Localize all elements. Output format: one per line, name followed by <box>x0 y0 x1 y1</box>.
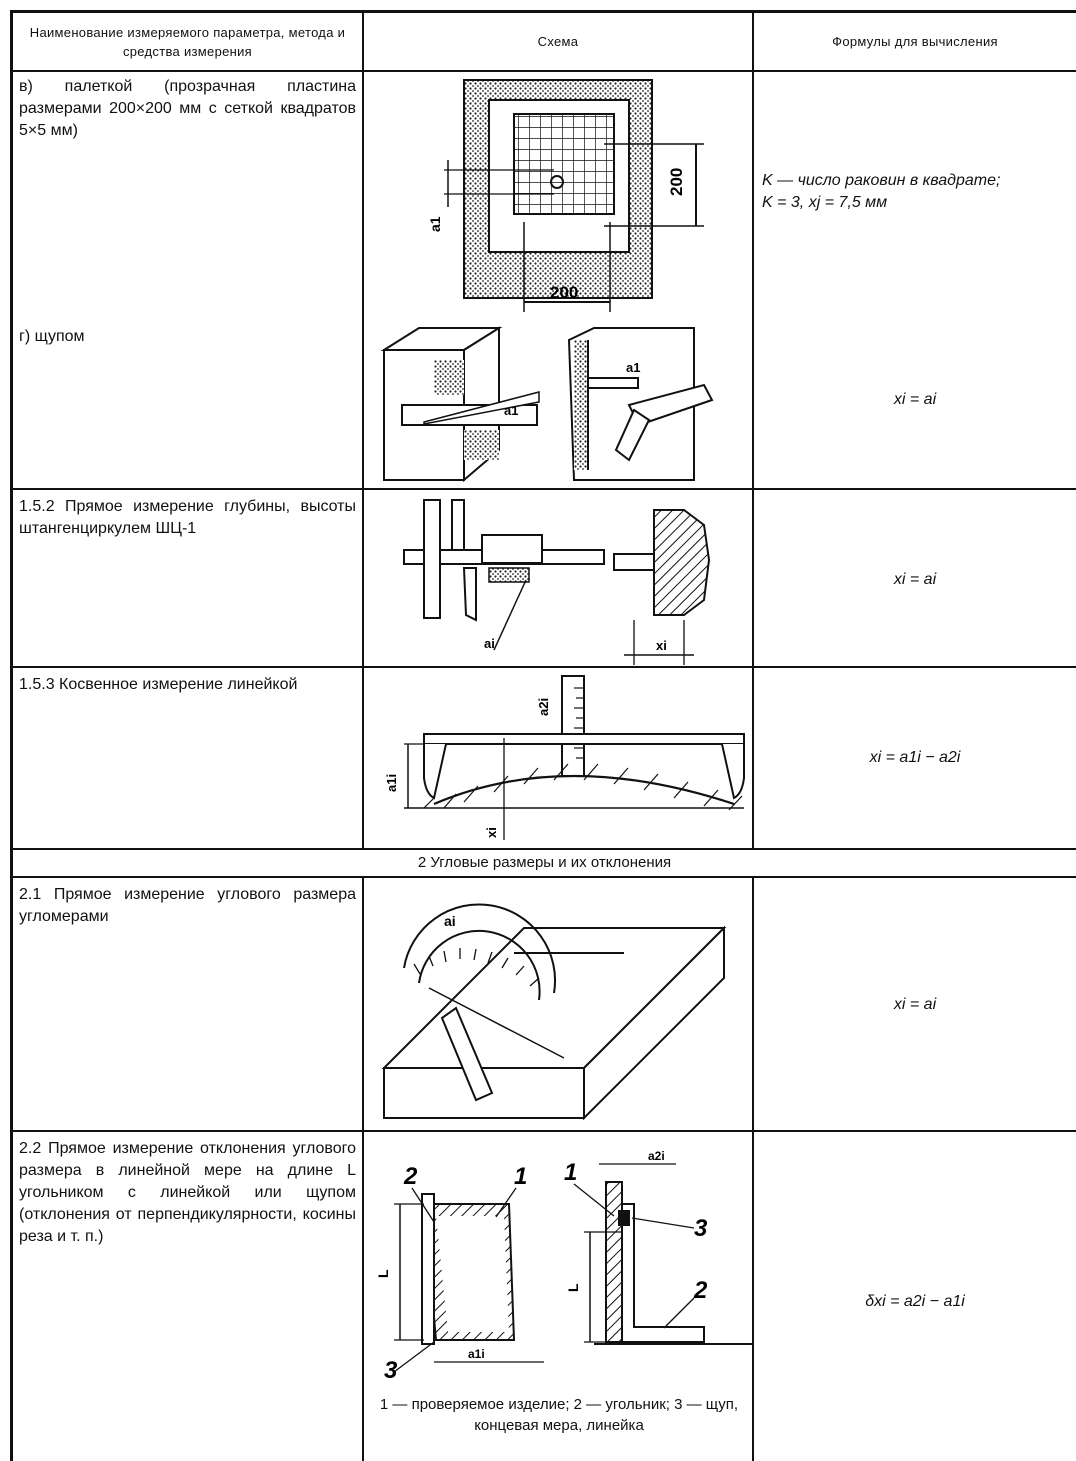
label-ai: ai <box>444 913 456 929</box>
formula-text: xi = a1i − a2i <box>869 749 961 766</box>
method-1-5-2: 1.5.2 Прямое измерение глубины, высоты ш… <box>19 498 356 537</box>
formula-text: xi = ai <box>893 996 937 1013</box>
method-2-1: 2.1 Прямое измерение углового размера уг… <box>19 886 356 925</box>
ruler-diagram: a2i a1i xi <box>384 675 745 840</box>
formula-2-1: xi = ai <box>754 975 1076 1035</box>
label-a1-right: a1 <box>626 360 640 375</box>
label-a1i: a1i <box>384 774 399 792</box>
label-3-right: 3 <box>694 1215 708 1242</box>
measurement-table: Наименование измеряемого параметра, мето… <box>10 10 1076 1461</box>
header-scheme: Схема <box>537 34 579 49</box>
label-L-right: L <box>565 1283 581 1292</box>
formula-text: xi = ai <box>893 571 937 588</box>
formula-feeler: xi = ai <box>754 370 1076 430</box>
formula-1-5-3: xi = a1i − a2i <box>754 728 1076 788</box>
palette-diagram: 200 200 a1 <box>427 79 704 312</box>
label-ai: ai <box>484 636 495 651</box>
label-a1: a1 <box>504 403 518 418</box>
formula-line-2: K = 3, xj = 7,5 мм <box>762 194 888 211</box>
feeler-diagram: a1 a1 <box>380 326 714 483</box>
dim-label-vertical: 200 <box>667 168 686 196</box>
label-a1i: a1i <box>468 1347 485 1361</box>
row-divider <box>10 1130 1076 1132</box>
dim-label-horizontal: 200 <box>550 283 578 302</box>
label-2-left: 2 <box>403 1163 418 1190</box>
label-a2i: a2i <box>536 698 551 716</box>
row-divider <box>10 876 1076 878</box>
method-2-2: 2.2 Прямое измерение отклонения углового… <box>19 1140 356 1245</box>
method-feeler: г) щупом <box>19 328 85 345</box>
label-a1: a1 <box>427 216 443 232</box>
formula-2-2: δxi = a2i − a1i <box>754 1272 1076 1332</box>
label-3-left: 3 <box>384 1357 398 1384</box>
row-divider <box>10 488 1076 490</box>
label-a2i: a2i <box>648 1149 665 1163</box>
header-method: Наименование измеряемого параметра, мето… <box>29 24 346 59</box>
table-border-left <box>10 10 13 1461</box>
method-palette: в) палеткой (прозрачная пластина размера… <box>19 78 356 139</box>
table-border-top <box>10 10 1076 13</box>
formula-palette: K — число раковин в квадрате; K = 3, xj … <box>762 170 1072 214</box>
col-divider-1b <box>362 878 364 1461</box>
label-1-right: 1 <box>564 1159 577 1186</box>
header-formula: Формулы для вычисления <box>832 34 998 49</box>
col-divider-1a <box>362 10 364 848</box>
row-divider <box>10 666 1076 668</box>
formula-text: δxi = a2i − a1i <box>865 1293 965 1310</box>
method-1-5-3: 1.5.3 Косвенное измерение линейкой <box>19 676 298 693</box>
header-divider <box>10 70 1076 72</box>
label-xi: xi <box>484 827 499 838</box>
label-xi: xi <box>656 638 667 653</box>
col-divider-2a <box>752 10 754 848</box>
label-1-left: 1 <box>514 1163 527 1190</box>
caliper-diagram: ai xi <box>403 499 711 665</box>
section-angular: 2 Угловые размеры и их отклонения <box>417 854 672 871</box>
square-diagram: L 2 1 3 a1i L 1 3 2 a2i <box>375 1149 752 1384</box>
row-divider <box>10 848 1076 850</box>
formula-text: xi = ai <box>893 391 937 408</box>
label-L-left: L <box>375 1269 391 1278</box>
formula-1-5-2: xi = ai <box>754 550 1076 610</box>
protractor-diagram: ai <box>381 903 727 1121</box>
col-divider-2b <box>752 878 754 1461</box>
label-2-right: 2 <box>693 1277 708 1304</box>
legend-note: 1 — проверяемое изделие; 2 — угольник; 3… <box>379 1396 739 1434</box>
formula-line-1: K — число раковин в квадрате; <box>762 172 1001 189</box>
